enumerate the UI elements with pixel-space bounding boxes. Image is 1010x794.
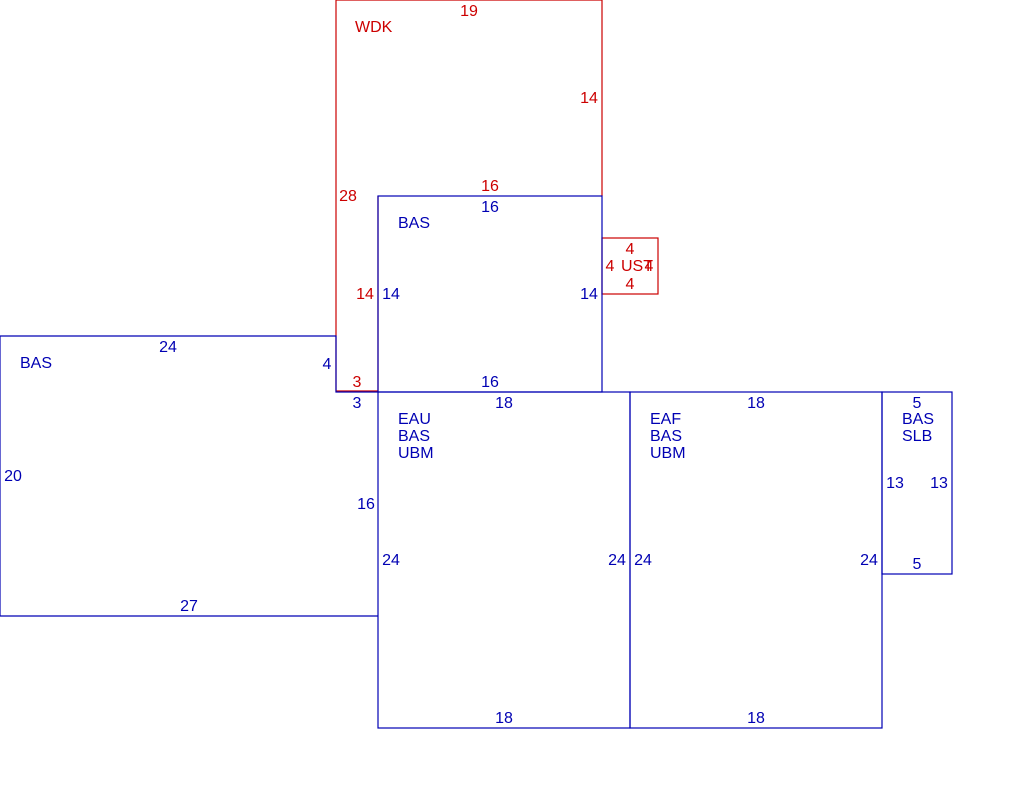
- bas-center-right-dim: 14: [580, 286, 598, 303]
- slb-left-dim: 13: [886, 475, 904, 492]
- eau-area: EAU BAS UBM 18 24 24 18 3 16: [353, 391, 631, 729]
- ust-area: UST 4 4 4 4: [601, 237, 659, 295]
- ust-top-dim: 4: [626, 241, 635, 258]
- eau-label-line-2: BAS: [398, 428, 430, 445]
- wdk-area: WDK 19 14 28 16 14 3: [335, 0, 603, 392]
- bas-center-label: BAS: [398, 215, 430, 232]
- bas-left-top-dim: 24: [159, 339, 177, 356]
- wdk-bottom-dim: 16: [481, 178, 499, 195]
- eau-left-dim: 24: [382, 552, 400, 569]
- eaf-label-line-2: BAS: [650, 428, 682, 445]
- slb-area: BAS SLB 5 13 13 5: [881, 391, 953, 575]
- eaf-left-dim: 24: [634, 552, 652, 569]
- slb-outline: [881, 391, 953, 575]
- slb-top-dim: 5: [913, 395, 922, 412]
- eaf-label-line-1: EAF: [650, 411, 681, 428]
- bas-center-left-dim: 14: [382, 286, 400, 303]
- ust-left-dim: 4: [606, 258, 615, 275]
- bas-left-area: BAS 24 20 4 27: [0, 335, 378, 617]
- eau-step-side-dim: 16: [357, 496, 375, 513]
- slb-right-dim: 13: [930, 475, 948, 492]
- bas-left-right-dim: 4: [323, 356, 332, 373]
- wdk-left-lower-dim: 14: [356, 286, 374, 303]
- eaf-right-dim: 24: [860, 552, 878, 569]
- ust-bottom-dim: 4: [626, 276, 635, 293]
- eaf-label-line-3: UBM: [650, 445, 686, 462]
- eau-label-line-3: UBM: [398, 445, 434, 462]
- ust-label: UST: [621, 258, 653, 275]
- eaf-bottom-dim: 18: [747, 710, 765, 727]
- bas-center-top-dim: 16: [481, 199, 499, 216]
- eau-label-line-1: EAU: [398, 411, 431, 428]
- bas-center-bottom-dim: 16: [481, 374, 499, 391]
- eau-step-top-dim: 3: [353, 395, 362, 412]
- slb-bottom-dim: 5: [913, 556, 922, 573]
- wdk-label: WDK: [355, 19, 393, 36]
- slb-label-line-2: SLB: [902, 428, 932, 445]
- bas-left-label: BAS: [20, 355, 52, 372]
- slb-label-line-1: BAS: [902, 411, 934, 428]
- bas-center-area: BAS 16 14 14 16: [377, 195, 603, 393]
- wdk-left-dim: 28: [339, 188, 357, 205]
- eaf-area: EAF BAS UBM 18 24 24 18: [629, 391, 883, 729]
- wdk-right-dim: 14: [580, 90, 598, 107]
- eaf-top-dim: 18: [747, 395, 765, 412]
- wdk-bottom-left-dim: 3: [353, 374, 362, 391]
- wdk-top-dim: 19: [460, 3, 478, 20]
- ust-right-dim: 4: [645, 258, 654, 275]
- bas-left-bottom-dim: 27: [180, 598, 198, 615]
- bas-left-outline: [0, 335, 378, 617]
- eau-top-dim: 18: [495, 395, 513, 412]
- bas-left-left-dim: 20: [4, 468, 22, 485]
- eau-bottom-dim: 18: [495, 710, 513, 727]
- eau-right-dim: 24: [608, 552, 626, 569]
